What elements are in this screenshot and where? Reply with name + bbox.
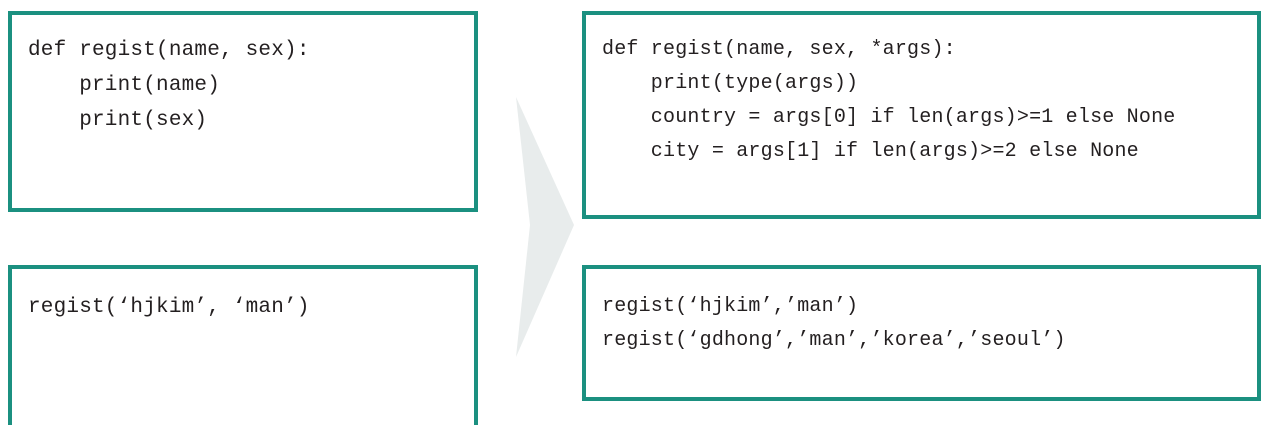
code-line: def regist(name, sex, *args):: [602, 38, 956, 61]
code-box-before-call: regist(‘hjkim’, ‘man’): [8, 265, 478, 425]
right-arrow-icon: [510, 97, 586, 357]
code-line: regist(‘hjkim’,’man’): [602, 295, 859, 318]
code-line: def regist(name, sex):: [28, 39, 310, 62]
code-body: def regist(name, sex, *args): print(type…: [586, 15, 1257, 169]
code-line: print(sex): [28, 109, 208, 132]
code-line: country = args[0] if len(args)>=1 else N…: [602, 106, 1176, 129]
right-arrow-svg: [516, 97, 574, 357]
code-body: regist(‘hjkim’, ‘man’): [12, 269, 474, 325]
code-line: city = args[1] if len(args)>=2 else None: [602, 140, 1139, 163]
code-line: regist(‘hjkim’, ‘man’): [28, 296, 310, 319]
code-box-before-function: def regist(name, sex): print(name) print…: [8, 11, 478, 212]
code-line: print(type(args)): [602, 72, 859, 95]
diagram-canvas: def regist(name, sex): print(name) print…: [8, 11, 1261, 425]
code-box-after-call: regist(‘hjkim’,’man’) regist(‘gdhong’,’m…: [582, 265, 1261, 401]
code-body: def regist(name, sex): print(name) print…: [12, 15, 474, 138]
code-line: print(name): [28, 74, 221, 97]
code-body: regist(‘hjkim’,’man’) regist(‘gdhong’,’m…: [586, 269, 1257, 358]
code-line: regist(‘gdhong’,’man’,’korea’,’seoul’): [602, 329, 1066, 352]
code-box-after-function: def regist(name, sex, *args): print(type…: [582, 11, 1261, 219]
